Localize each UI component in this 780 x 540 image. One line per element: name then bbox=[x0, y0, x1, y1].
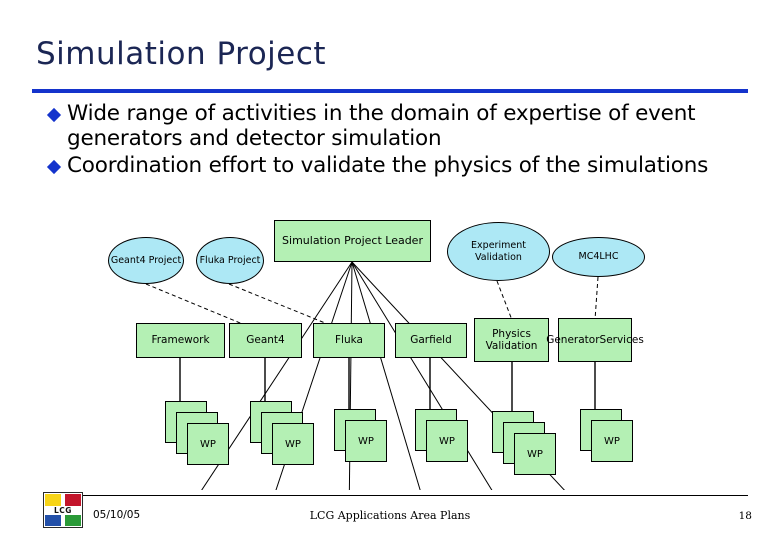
node-label: GeneratorServices bbox=[546, 333, 644, 346]
node-label: Experiment Validation bbox=[471, 240, 526, 263]
node-label: Geant4 Project bbox=[110, 254, 182, 266]
node-generator-services[interactable]: GeneratorServices bbox=[546, 318, 644, 362]
diamond-bullet-icon bbox=[46, 153, 67, 175]
node-garfield[interactable]: Garfield bbox=[395, 323, 467, 358]
node-fluka-project[interactable]: Fluka Project bbox=[196, 237, 264, 284]
bullet-text: Wide range of activities in the domain o… bbox=[67, 101, 696, 151]
wp-card-front[interactable]: WP bbox=[514, 433, 556, 475]
node-geant4[interactable]: Geant4 bbox=[229, 323, 302, 358]
bullet-text: Coordination effort to validate the phys… bbox=[67, 153, 709, 178]
page-number: 18 bbox=[738, 510, 752, 522]
logo-quadrant-red bbox=[65, 494, 81, 507]
node-simulation-project-leader[interactable]: Simulation Project Leader bbox=[274, 220, 431, 262]
wp-label: WP bbox=[358, 435, 374, 447]
node-physics-validation[interactable]: Physics Validation bbox=[474, 318, 549, 362]
diamond-bullet-icon bbox=[46, 101, 67, 123]
wp-label: WP bbox=[604, 435, 620, 447]
node-label: Physics Validation bbox=[485, 327, 538, 353]
lcg-logo: LCG bbox=[43, 492, 83, 528]
wp-card-front[interactable]: WP bbox=[426, 420, 468, 462]
node-framework[interactable]: Framework bbox=[136, 323, 225, 358]
list-item: Wide range of activities in the domain o… bbox=[46, 101, 737, 151]
node-fluka[interactable]: Fluka bbox=[313, 323, 385, 358]
footer-date: 05/10/05 bbox=[93, 509, 141, 521]
node-label: Geant4 bbox=[246, 334, 285, 347]
wp-label: WP bbox=[200, 438, 216, 450]
org-diagram: Simulation Project Leader Geant4 Project… bbox=[0, 205, 780, 490]
list-item: Coordination effort to validate the phys… bbox=[46, 153, 737, 178]
wp-label: WP bbox=[439, 435, 455, 447]
wp-card-front[interactable]: WP bbox=[345, 420, 387, 462]
node-label: Simulation Project Leader bbox=[282, 233, 423, 247]
logo-quadrant-yellow bbox=[45, 494, 61, 507]
node-label: Fluka bbox=[335, 334, 363, 347]
node-label: Fluka Project bbox=[199, 254, 261, 266]
bullet-list: Wide range of activities in the domain o… bbox=[46, 101, 737, 180]
diagram-connectors bbox=[145, 261, 599, 490]
node-label: Framework bbox=[151, 334, 210, 347]
wp-card-front[interactable]: WP bbox=[272, 423, 314, 465]
wp-label: WP bbox=[527, 448, 543, 460]
node-label: Garfield bbox=[410, 334, 452, 347]
page-title: Simulation Project bbox=[36, 36, 327, 72]
node-geant4-project[interactable]: Geant4 Project bbox=[108, 237, 184, 284]
wp-label: WP bbox=[285, 438, 301, 450]
logo-quadrant-blue bbox=[45, 513, 61, 526]
footer-divider bbox=[75, 495, 748, 496]
title-divider bbox=[32, 89, 748, 93]
node-mc4lhc[interactable]: MC4LHC bbox=[552, 237, 645, 277]
wp-card-front[interactable]: WP bbox=[187, 423, 229, 465]
footer-title: LCG Applications Area Plans bbox=[309, 509, 471, 522]
node-experiment-validation[interactable]: Experiment Validation bbox=[447, 222, 550, 281]
logo-text: LCG bbox=[44, 506, 82, 515]
node-label: MC4LHC bbox=[578, 251, 619, 263]
logo-quadrant-green bbox=[65, 513, 81, 526]
wp-card-front[interactable]: WP bbox=[591, 420, 633, 462]
